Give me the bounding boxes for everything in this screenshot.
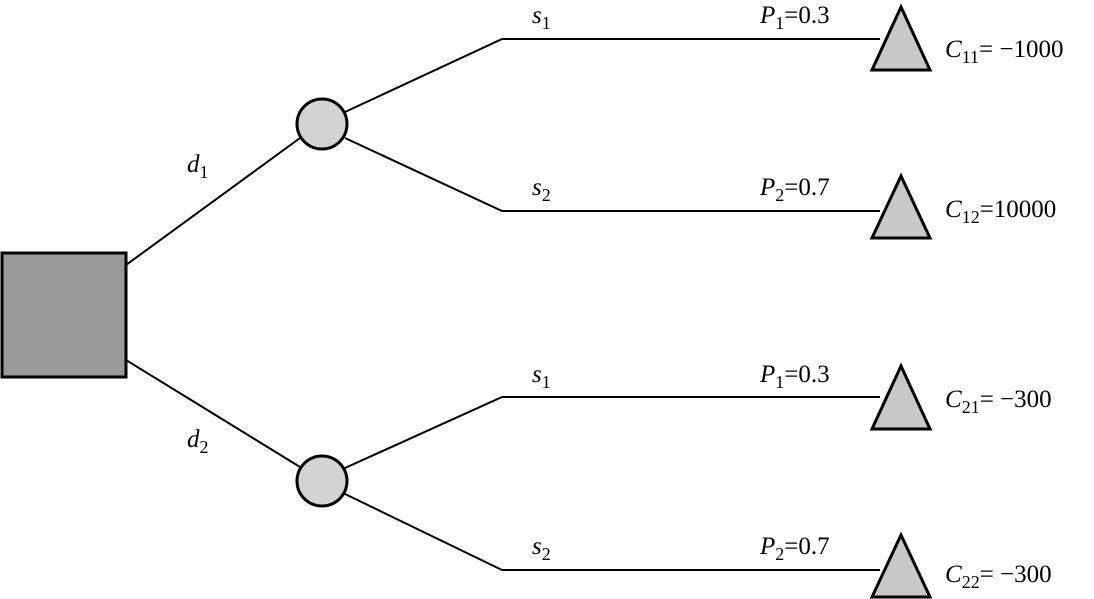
- edge-d2-s1: [344, 396, 880, 469]
- cost-label: C12=10000: [945, 196, 1056, 227]
- cost-label: C11= −1000: [945, 36, 1063, 67]
- decision-label-d1: d1: [187, 151, 209, 182]
- cost-label: C22= −300: [945, 561, 1052, 592]
- chance-node-2: [295, 454, 349, 508]
- decision-label-d2: d2: [187, 426, 209, 457]
- terminal-node-4: [869, 531, 933, 599]
- edge-d2-s2: [344, 493, 880, 571]
- state-label: s1: [532, 2, 551, 33]
- state-label: s2: [532, 533, 551, 564]
- terminal-node-2: [869, 172, 933, 240]
- probability-label: P2=0.7: [759, 174, 830, 205]
- chance-node-1: [295, 97, 349, 151]
- edge-d1-s2: [344, 137, 880, 212]
- probability-label: P1=0.3: [759, 361, 830, 392]
- decision-node: [0, 251, 128, 379]
- edge-d2: [125, 359, 301, 468]
- cost-label: C21= −300: [945, 386, 1052, 417]
- probability-label: P2=0.7: [759, 533, 830, 564]
- state-label: s1: [532, 361, 551, 392]
- terminal-node-1: [869, 3, 933, 72]
- edge-d1-s1: [344, 38, 880, 113]
- edge-d1: [125, 137, 301, 266]
- probability-label: P1=0.3: [759, 2, 830, 33]
- state-label: s2: [532, 174, 551, 205]
- terminal-node-3: [869, 362, 933, 431]
